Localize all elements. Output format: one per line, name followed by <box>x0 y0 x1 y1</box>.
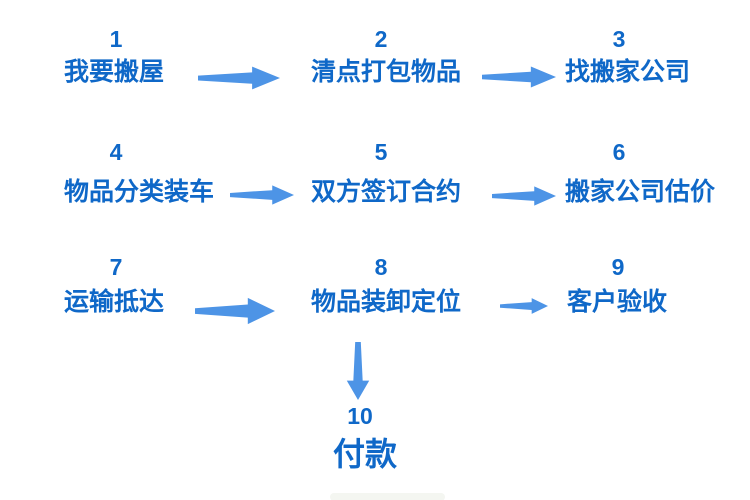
step-10-label: 付款 <box>332 436 397 472</box>
arrow-step2-to-step3-icon <box>482 65 556 89</box>
step-5-label: 双方签订合约 <box>311 178 462 206</box>
arrow-step8-to-step9-icon <box>500 297 548 315</box>
step-2-label: 清点打包物品 <box>311 58 462 86</box>
step-2-number: 2 <box>374 26 388 52</box>
step-1-label: 我要搬屋 <box>64 58 165 86</box>
arrow-step4-to-step5-icon <box>230 184 294 206</box>
step-4-label: 物品分类装车 <box>64 178 215 206</box>
step-6-number: 6 <box>612 139 626 165</box>
step-10-number: 10 <box>347 403 373 429</box>
step-6-label: 搬家公司估价 <box>565 178 716 206</box>
step-4-number: 4 <box>109 139 123 165</box>
step-8-number: 8 <box>374 254 388 280</box>
arrow-step5-to-step6-icon <box>492 185 556 207</box>
step-9-number: 9 <box>611 254 625 280</box>
step-1-number: 1 <box>109 26 123 52</box>
step-9-label: 客户验收 <box>567 288 668 316</box>
step-7-label: 运输抵达 <box>64 288 165 316</box>
step-5-number: 5 <box>374 139 388 165</box>
step-8-label: 物品装卸定位 <box>311 288 462 316</box>
bottom-cutoff-artifact <box>330 493 445 500</box>
arrow-step8-to-step10-icon <box>344 342 372 400</box>
step-3-label: 找搬家公司 <box>565 58 691 86</box>
step-3-number: 3 <box>612 26 626 52</box>
arrow-step7-to-step8-icon <box>195 296 275 326</box>
arrow-step1-to-step2-icon <box>198 65 280 91</box>
step-7-number: 7 <box>109 254 123 280</box>
